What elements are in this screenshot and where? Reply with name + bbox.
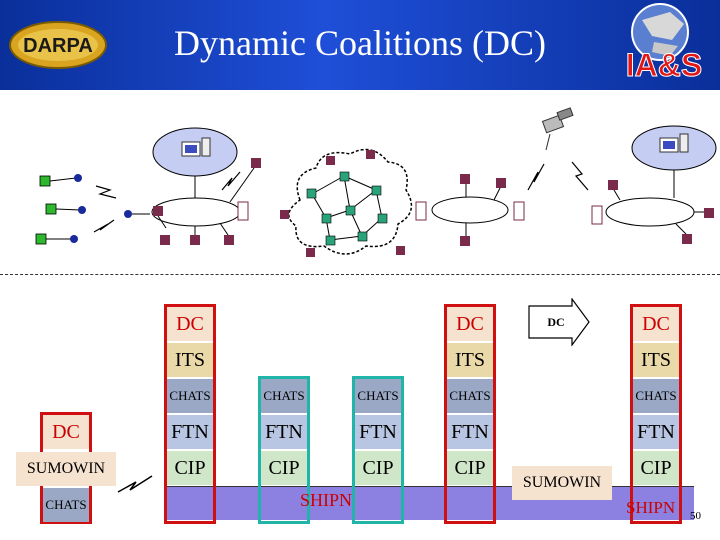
stack-b-outline	[258, 376, 310, 524]
header-banner: DARPA Dynamic Coalitions (DC) IA&S	[0, 0, 720, 90]
dc-arrow-label: DC	[547, 315, 564, 329]
lightning-icon	[95, 185, 117, 199]
stack-d-dc: DC	[447, 307, 493, 341]
stack-e-outline	[630, 304, 682, 524]
shipn-label: SHIPN	[300, 490, 353, 510]
stack-a-its: ITS	[167, 343, 213, 377]
stack-a-outline	[164, 304, 216, 524]
left-node-group	[35, 174, 150, 245]
shipn-label-right: SHIPN	[626, 498, 676, 517]
stack-c-chats: CHATS	[355, 379, 401, 413]
page-title: Dynamic Coalitions (DC)	[174, 23, 546, 63]
stack-b-chats: CHATS	[261, 379, 307, 413]
stack-d-chats: CHATS	[447, 379, 493, 413]
stack-c-cip: CIP	[355, 451, 401, 485]
stack-e-cip: CIP	[633, 451, 679, 485]
stack-left-dc: DC	[43, 415, 89, 449]
lightning-icon	[93, 219, 115, 233]
stack-a-cip: CIP	[167, 451, 213, 485]
satellite-icon	[541, 107, 589, 191]
stack-a-dc: DC	[167, 307, 213, 341]
stack-a-ftn: FTN	[167, 415, 213, 449]
shipn-layer-bar	[166, 486, 694, 520]
stack-e-its: ITS	[633, 343, 679, 377]
sumowin-right: SUMOWIN	[512, 466, 612, 500]
dc-arrow: DC	[528, 298, 590, 346]
darpa-logo-text: DARPA	[23, 35, 93, 57]
stack-d-ftn: FTN	[447, 415, 493, 449]
stack-e-chats: CHATS	[633, 379, 679, 413]
lightning-icon	[117, 475, 153, 493]
router-icon	[415, 201, 427, 221]
stack-left-chats: CHATS	[43, 488, 89, 522]
stack-d-outline	[444, 304, 496, 524]
stack-c-ftn: FTN	[355, 415, 401, 449]
page-number: 50	[690, 510, 701, 522]
stack-e-dc: DC	[633, 307, 679, 341]
subnet-2	[415, 163, 545, 246]
darpa-logo: DARPA	[9, 21, 107, 69]
stack-a-chats: CHATS	[167, 379, 213, 413]
subnet-3	[591, 125, 717, 244]
stack-e-ftn: FTN	[633, 415, 679, 449]
lightning-icon	[571, 161, 589, 191]
stack-left-sumowin: SUMOWIN	[16, 452, 116, 486]
section-divider	[0, 274, 720, 275]
stack-d-cip: CIP	[447, 451, 493, 485]
network-diagram	[35, 107, 717, 257]
router-icon	[237, 201, 249, 221]
ias-logo-text: IA&S	[626, 47, 702, 83]
stack-d-its: ITS	[447, 343, 493, 377]
stack-c-outline	[352, 376, 404, 524]
router-icon	[513, 201, 525, 221]
cloud-network	[280, 148, 413, 257]
subnet-1	[151, 127, 261, 245]
stack-b-cip: CIP	[261, 451, 307, 485]
ias-logo: IA&S	[625, 3, 703, 84]
lightning-icon	[527, 163, 545, 191]
stack-b-ftn: FTN	[261, 415, 307, 449]
router-icon	[591, 205, 603, 225]
